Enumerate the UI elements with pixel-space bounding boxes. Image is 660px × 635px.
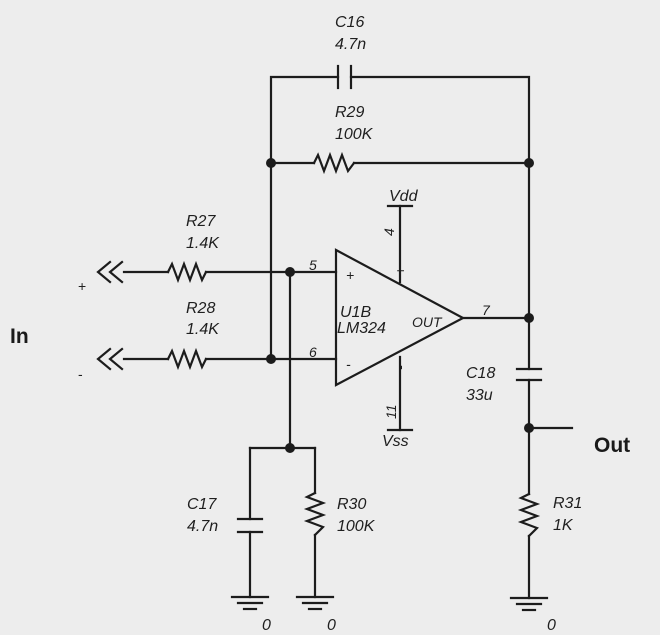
vdd-label: Vdd [389,188,419,205]
wire-c16-right [349,75,531,165]
ground-icon [295,595,335,611]
c18-value: 33u [466,387,493,404]
r28-ref: R28 [186,300,215,317]
gnd-r30-label: 0 [327,617,336,634]
junction-dot [285,267,295,277]
u1b-part: LM324 [337,320,386,337]
resistor-r29 [312,151,356,175]
capacitor-c17 [236,517,264,534]
r30-value: 100K [337,518,376,535]
opamp-u1b [334,248,466,387]
junction-dot [266,354,276,364]
pin-5-label: 5 [309,257,317,273]
resistor-r31 [517,492,541,538]
supply-minus-sign: - [392,365,408,370]
junction-dot [266,158,276,168]
capacitor-c18 [515,367,543,382]
r31-value: 1K [553,517,574,534]
vss-label: Vss [382,433,409,450]
r28-value: 1.4K [186,321,220,338]
input-minus-sign: - [78,366,83,382]
c16-value: 4.7n [335,36,366,53]
opamp-plus-sign: + [346,267,354,283]
r29-ref: R29 [335,104,364,121]
r27-ref: R27 [186,213,216,230]
resistor-r27 [166,260,208,284]
junctions [266,158,534,453]
u1b-ref: U1B [340,304,371,321]
resistor-r30 [303,491,327,537]
c18-ref: C18 [466,365,495,382]
junction-dot [524,423,534,433]
junction-dot [285,443,295,453]
pin-6-label: 6 [309,344,317,360]
r29-value: 100K [335,126,374,143]
resistor-r28 [166,347,208,371]
junction-dot [524,313,534,323]
r27-value: 1.4K [186,235,220,252]
opamp-minus-sign: - [346,356,351,372]
input-plus-connector-icon [96,260,124,284]
ground-icon [509,596,549,612]
c16-ref: C16 [335,14,364,31]
capacitor-c16 [336,64,353,90]
pin-4-label: 4 [381,228,397,236]
input-minus-connector-icon [96,347,124,371]
wires [122,75,574,600]
gnd-c17-label: 0 [262,617,271,634]
supply-plus-sign: + [392,267,408,275]
ground-icon [230,595,270,611]
c17-ref: C17 [187,496,217,513]
output-label: Out [594,434,630,457]
wire-c16-loop [269,75,340,165]
u1b-out-label: OUT [412,314,443,330]
pin-11-label: 11 [383,404,399,419]
c17-value: 4.7n [187,518,218,535]
r31-ref: R31 [553,495,582,512]
pin-7-label: 7 [482,302,491,318]
gnd-r31-label: 0 [547,617,556,634]
r30-ref: R30 [337,496,366,513]
input-label: In [10,325,29,348]
junction-dot [524,158,534,168]
input-plus-sign: + [78,278,86,294]
